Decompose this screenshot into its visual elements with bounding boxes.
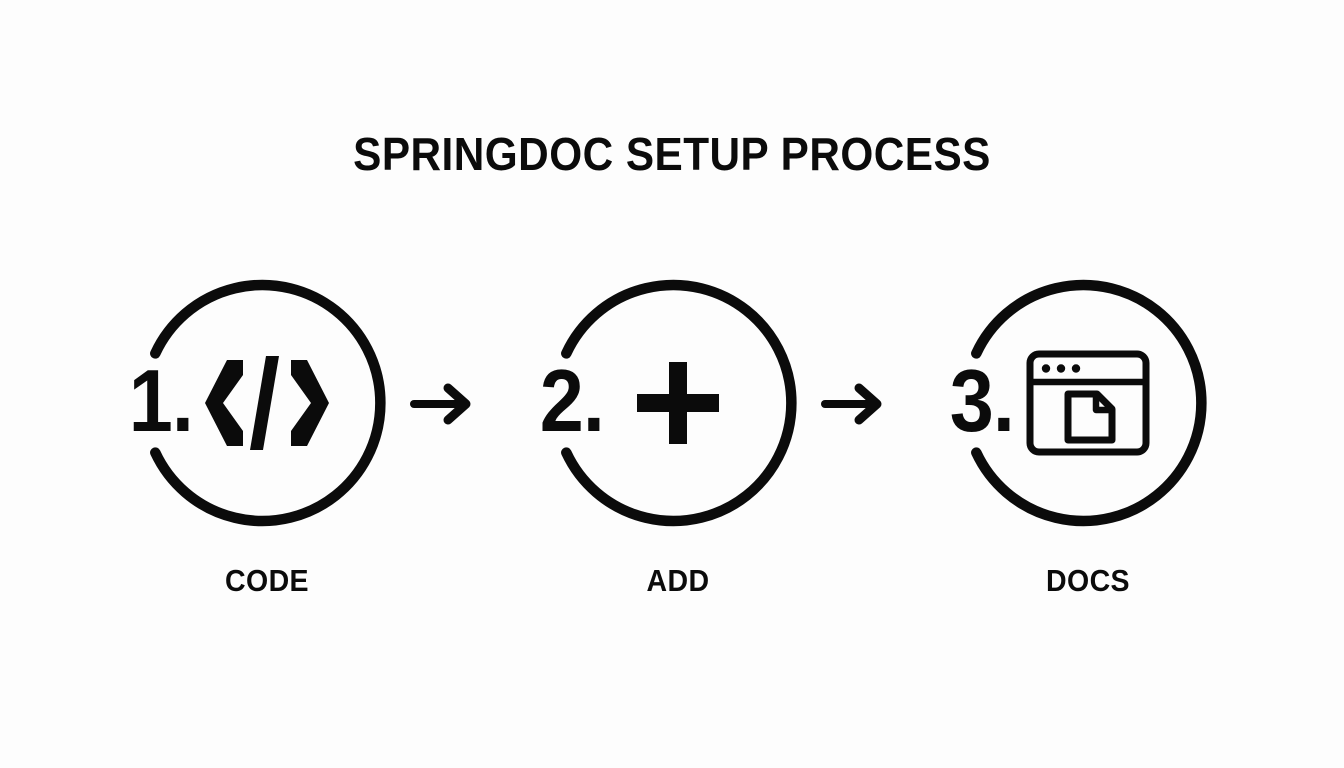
step-3-label: DOCS: [1046, 563, 1130, 598]
step-2: 2. ADD: [528, 262, 828, 642]
step-3: 3. DOCS: [938, 262, 1238, 642]
step-2-ring: 2.: [528, 262, 828, 544]
step-2-number: 2.: [539, 351, 605, 450]
step-2-label: ADD: [646, 563, 710, 598]
steps-row: 1. CODE 2. AD: [0, 262, 1344, 642]
step-3-ring: 3.: [938, 262, 1238, 544]
arrow-right-icon-2: [821, 380, 887, 428]
step-1-number: 1.: [128, 351, 194, 450]
step-3-number: 3.: [949, 351, 1015, 450]
step-1-label: CODE: [225, 563, 309, 598]
page-title: SPRINGDOC SETUP PROCESS: [353, 128, 991, 180]
arrow-right-icon-1: [410, 380, 476, 428]
step-1: 1. CODE: [117, 262, 417, 642]
step-1-ring: 1.: [117, 262, 417, 544]
